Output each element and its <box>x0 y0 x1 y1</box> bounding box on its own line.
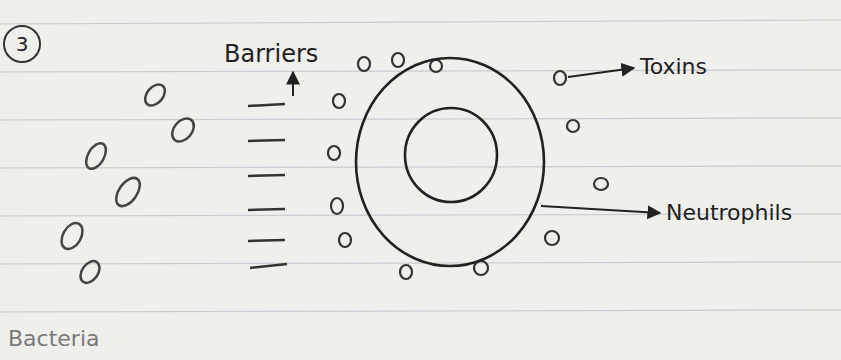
barrier-dashes <box>248 104 287 268</box>
leader-arrow <box>568 68 634 77</box>
toxins <box>328 53 608 279</box>
ruled-lines <box>0 20 841 312</box>
leader-arrow <box>292 72 294 96</box>
part-label: Neutrophils <box>666 202 792 224</box>
bacteria <box>57 81 198 287</box>
neutrophil-nucleus <box>405 108 497 202</box>
leader-arrow <box>541 206 660 213</box>
part-label: Toxins <box>640 56 707 78</box>
part-label: Bacteria <box>8 328 99 350</box>
neutrophil-cell <box>356 58 544 266</box>
part-label: Barriers <box>224 42 318 66</box>
callout-number: 3 <box>16 34 29 54</box>
callout-circle <box>4 26 40 62</box>
